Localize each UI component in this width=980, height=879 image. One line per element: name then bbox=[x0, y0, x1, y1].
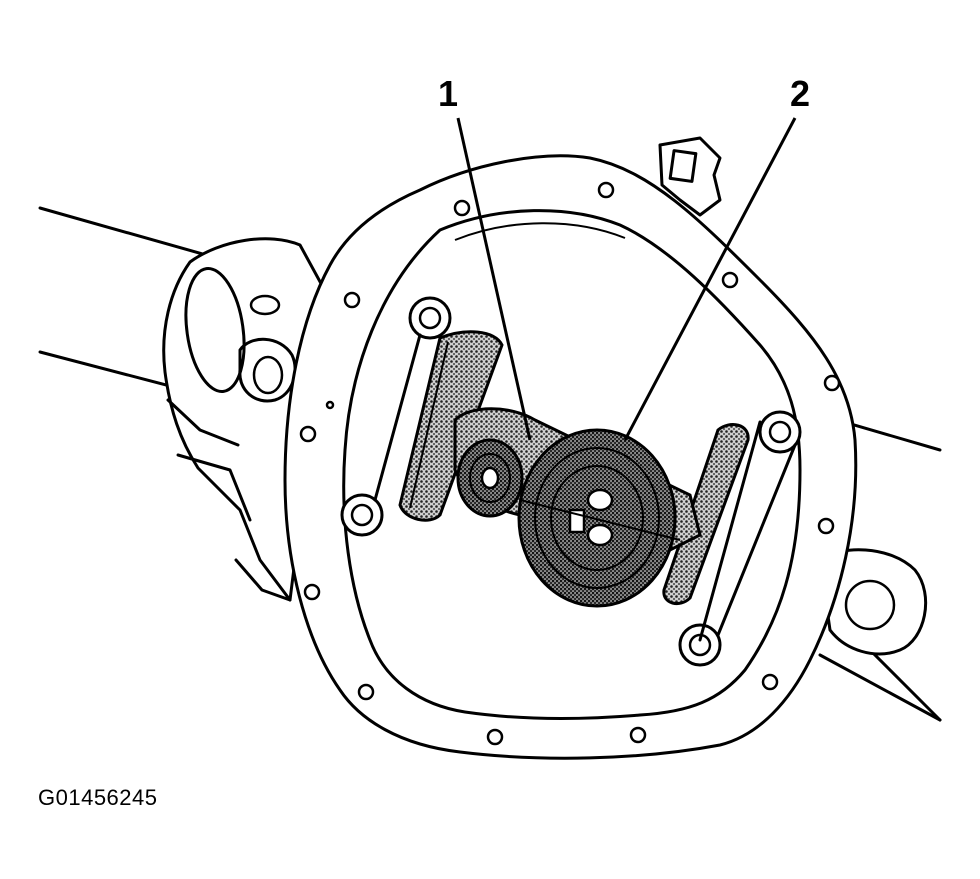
leader-line-1 bbox=[456, 117, 532, 441]
leader-line-2 bbox=[623, 117, 797, 441]
bearing-cap-bolts bbox=[340, 296, 802, 667]
right-bearing-cap bbox=[662, 423, 750, 606]
figure-id-label: G01456245 bbox=[38, 785, 158, 810]
flange-bolt-holes bbox=[299, 181, 841, 746]
ring-gear bbox=[517, 428, 681, 608]
callout-label-1: 1 bbox=[438, 73, 459, 114]
breather-tab bbox=[658, 136, 722, 217]
callout-leader-lines bbox=[456, 117, 797, 441]
callout-label-2: 2 bbox=[790, 73, 811, 114]
